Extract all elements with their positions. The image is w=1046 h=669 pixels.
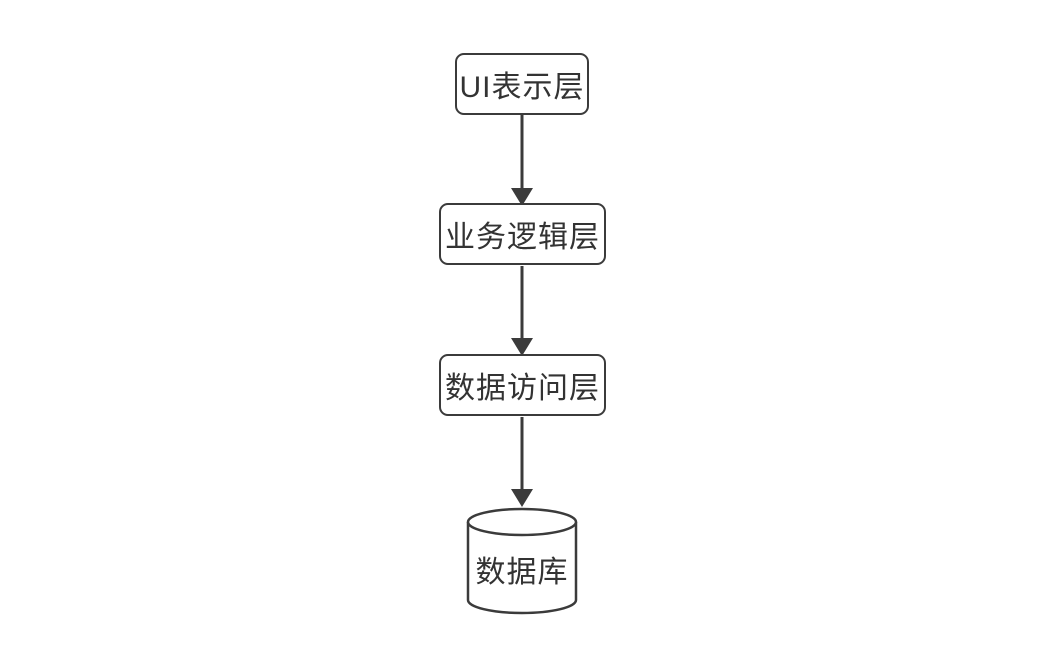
node-database-label: 数据库: [475, 556, 569, 589]
node-business-logic-layer-label: 业务逻辑层: [445, 221, 600, 254]
arrow-ui-to-biz: [511, 115, 533, 206]
node-database: 数据库: [466, 507, 578, 615]
database-cylinder-icon: [466, 507, 578, 615]
arrow-biz-to-dal: [511, 266, 533, 356]
node-ui-layer-label: UI表示层: [459, 71, 585, 104]
node-ui-layer: UI表示层: [455, 53, 589, 115]
arrow-dal-to-db: [511, 417, 533, 507]
node-data-access-layer: 数据访问层: [439, 354, 606, 416]
node-business-logic-layer: 业务逻辑层: [439, 203, 606, 265]
node-data-access-layer-label: 数据访问层: [445, 372, 600, 405]
